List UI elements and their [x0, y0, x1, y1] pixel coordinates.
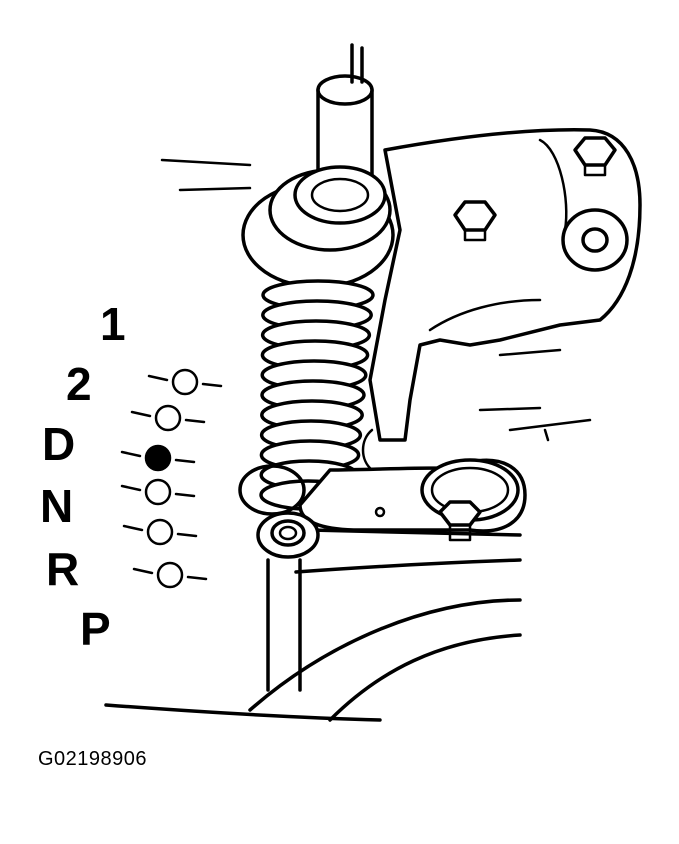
gear-tick-right	[201, 382, 223, 388]
gear-label-1: 1	[100, 298, 126, 350]
gear-label-2: 2	[66, 358, 92, 410]
gear-tick-right	[184, 418, 206, 424]
gear-tick-left	[120, 484, 142, 492]
gear-dot	[144, 478, 172, 506]
gear-tick-right	[174, 492, 196, 498]
bracket-bolt-center	[453, 200, 497, 242]
gear-tick-left	[120, 450, 142, 458]
gear-label-r: R	[46, 543, 79, 595]
gear-tick-left	[122, 524, 144, 532]
gear-tick-right	[176, 532, 198, 538]
gear-label-n: N	[40, 480, 73, 532]
gear-dot-selected	[144, 444, 172, 472]
gear-label-d: D	[42, 418, 75, 470]
bracket-bolt-upper-right	[573, 136, 617, 177]
gear-dot	[156, 561, 184, 589]
gear-dot	[171, 368, 199, 396]
gear-label-p: P	[80, 603, 111, 655]
rubber-boot	[259, 279, 375, 511]
gear-tick-left	[132, 567, 154, 575]
figure-id: G02198906	[38, 748, 148, 770]
mounting-bracket	[361, 128, 642, 472]
gear-tick-left	[147, 374, 169, 382]
gear-dot	[154, 404, 182, 432]
shift-lever-arm	[298, 458, 527, 542]
gear-tick-right	[186, 575, 208, 581]
gear-dot	[146, 518, 174, 546]
cable-end-pin	[238, 464, 320, 559]
gear-tick-left	[130, 410, 152, 418]
cable-collar	[241, 165, 395, 289]
gear-tick-right	[174, 458, 196, 464]
